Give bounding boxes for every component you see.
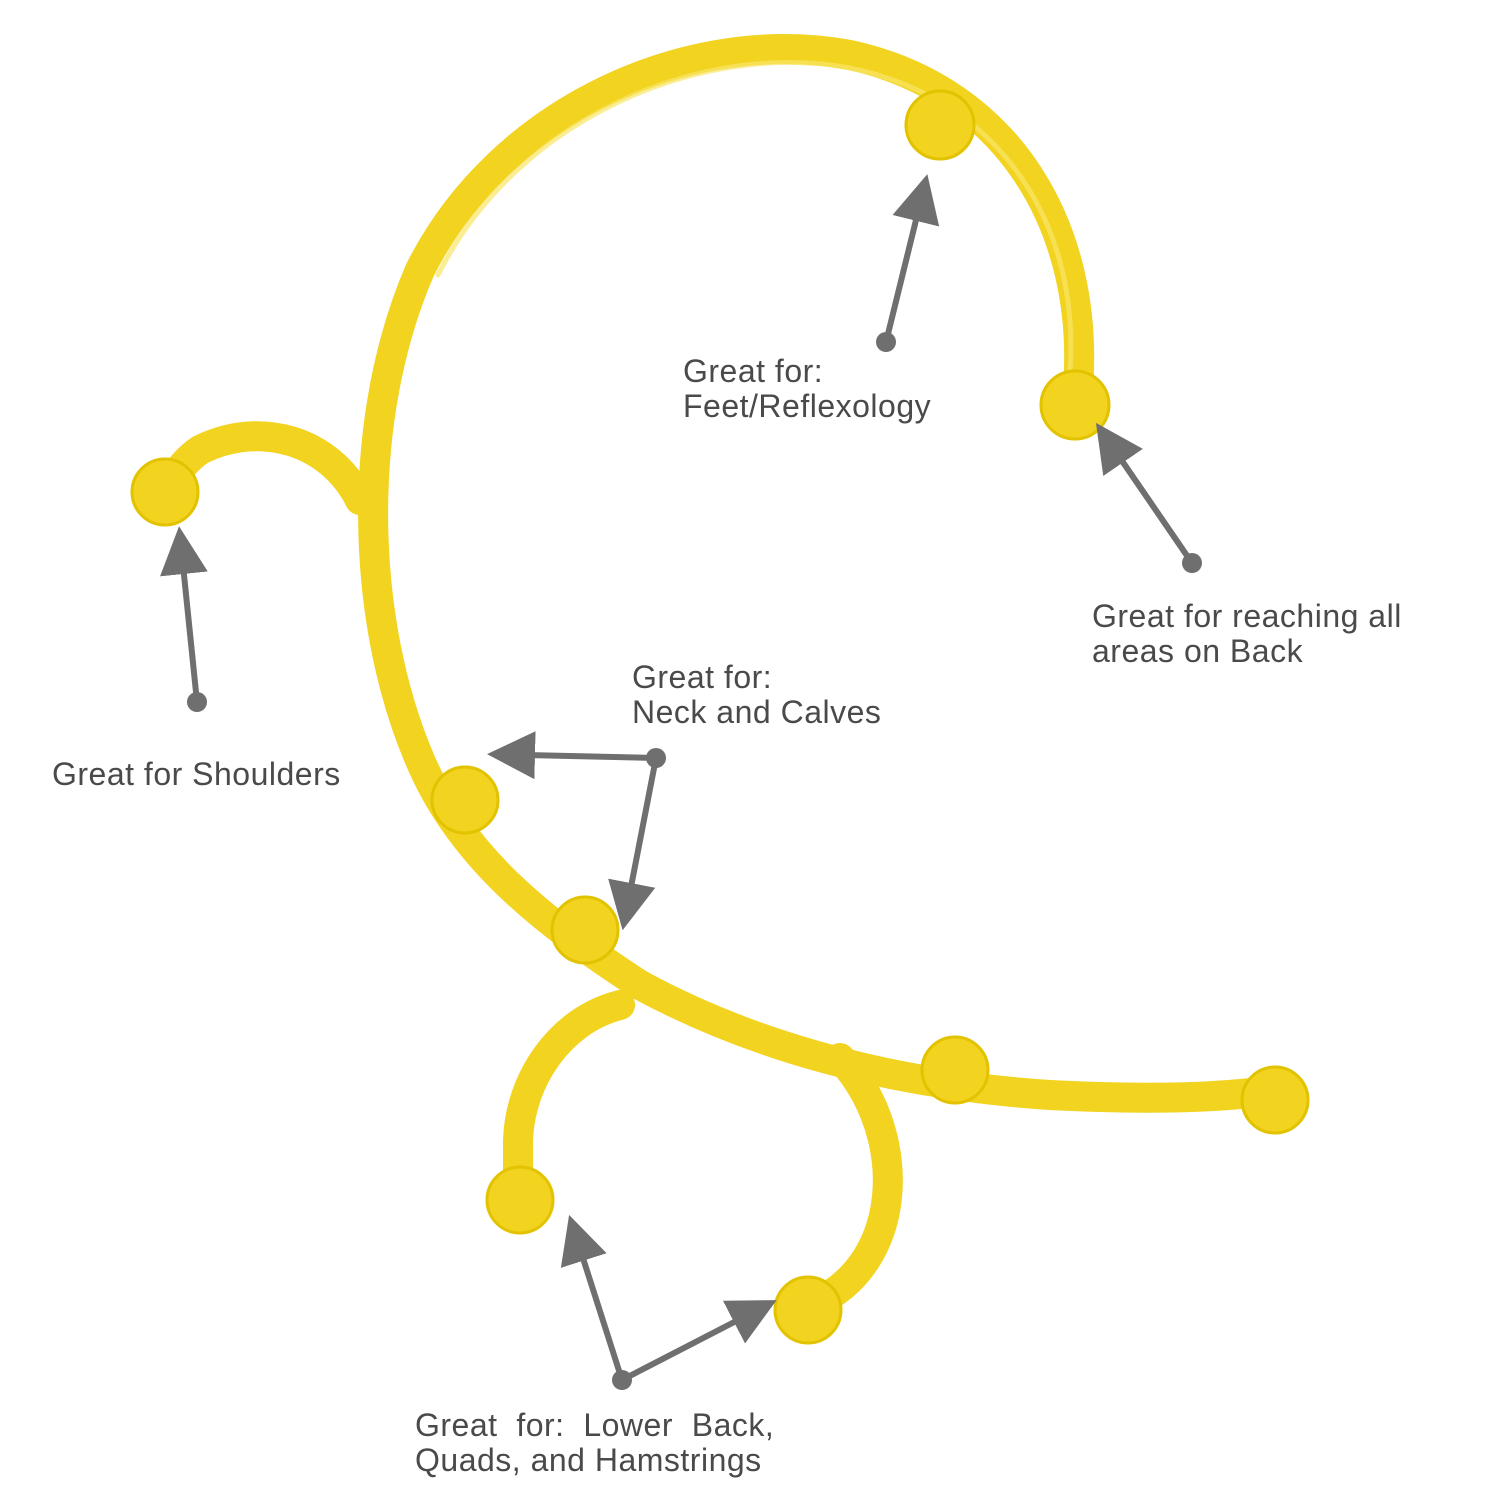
massager-knob-shoulder xyxy=(130,457,200,527)
arrow-back xyxy=(1095,422,1195,565)
arrow-neck-left xyxy=(487,731,657,780)
arrow-back-dot xyxy=(1182,553,1202,573)
callout-feet-line1: Great for: xyxy=(683,353,824,389)
massager-knob-left-leg xyxy=(485,1165,555,1235)
callout-arrows xyxy=(160,174,1202,1390)
arrow-lower-left xyxy=(560,1214,625,1381)
callout-shoulders-line1: Great for Shoulders xyxy=(52,756,341,792)
callout-feet: Great for: Feet/Reflexology xyxy=(683,354,931,424)
callout-lower-back-line1: Great for: Lower Back, xyxy=(415,1407,775,1443)
callout-lower-back-line2: Quads, and Hamstrings xyxy=(415,1442,762,1478)
callout-back-line1: Great for reaching all xyxy=(1092,598,1402,634)
massager-knob-neck-2 xyxy=(550,895,620,965)
massager-left-leg xyxy=(503,990,635,1210)
arrow-neck-down xyxy=(608,757,659,931)
callout-back-line2: areas on Back xyxy=(1092,633,1304,669)
arrow-neck-dot xyxy=(646,748,666,768)
massage-nodes xyxy=(130,89,1310,1345)
massager-knob-top xyxy=(904,89,976,161)
massager-main-arm xyxy=(358,34,1290,1113)
callout-lower-back: Great for: Lower Back, Quads, and Hamstr… xyxy=(415,1408,774,1478)
callout-shoulders: Great for Shoulders xyxy=(52,757,341,792)
arrow-shoulders xyxy=(160,526,208,703)
massager-highlight xyxy=(435,59,1074,373)
arrow-lower-right xyxy=(620,1300,777,1383)
massager-knob-tail xyxy=(1240,1065,1310,1135)
massager-knob-top-right xyxy=(1039,369,1111,441)
callout-feet-line2: Feet/Reflexology xyxy=(683,388,932,424)
massager-knob-right-leg xyxy=(773,1275,843,1345)
massager-right-leg xyxy=(797,1043,903,1320)
callout-neck-line1: Great for: xyxy=(632,659,773,695)
massager-knob-middle-tail xyxy=(920,1035,990,1105)
massager-knob-neck-1 xyxy=(430,765,500,835)
arrow-feet-dot xyxy=(876,332,896,352)
arrow-feet xyxy=(883,174,940,343)
callout-back: Great for reaching all areas on Back xyxy=(1092,599,1402,669)
callout-neck: Great for: Neck and Calves xyxy=(632,660,881,730)
arrow-shoulders-dot xyxy=(187,692,207,712)
callout-neck-line2: Neck and Calves xyxy=(632,694,882,730)
arrow-lower-dot xyxy=(612,1370,632,1390)
